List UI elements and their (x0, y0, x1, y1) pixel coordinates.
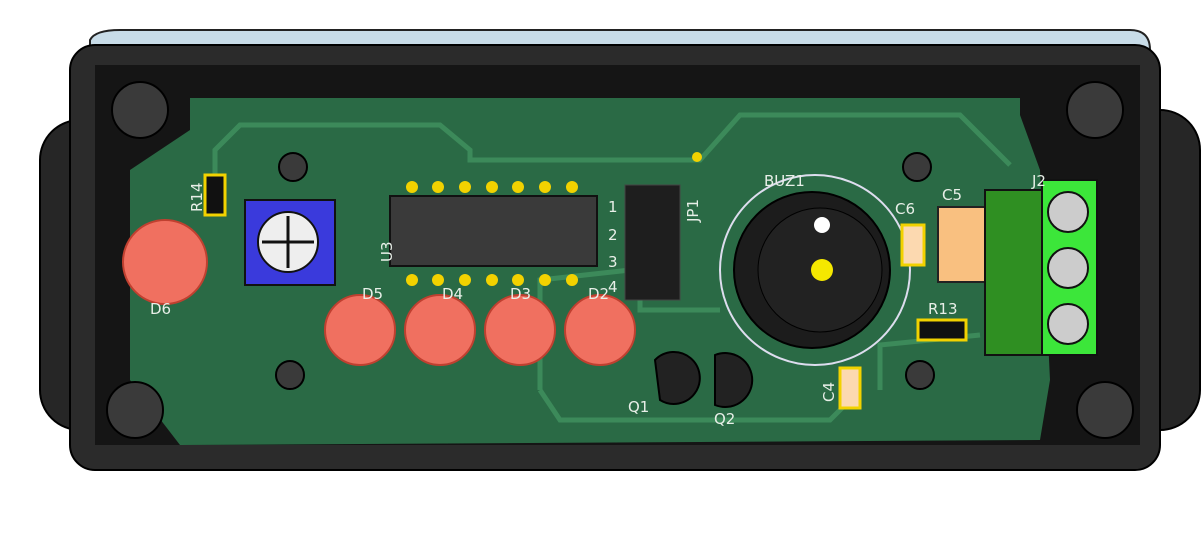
led-d3 (484, 294, 556, 366)
label-r13: R13 (928, 300, 958, 318)
jumper-jp1 (624, 184, 681, 301)
capacitor-c6 (900, 223, 926, 267)
label-q1: Q1 (628, 398, 650, 416)
terminal-screws (1047, 191, 1089, 345)
ic-u3 (389, 195, 598, 267)
label-u3: U3 (378, 241, 396, 262)
label-jp1: JP1 (684, 198, 702, 222)
label-jp-pin-1: 1 (608, 198, 618, 216)
label-d6: D6 (150, 300, 172, 318)
led-d6 (122, 219, 208, 305)
transistor-q2 (714, 352, 754, 408)
label-d2: D2 (588, 285, 610, 303)
resistor-r13 (916, 318, 968, 342)
label-d4: D4 (442, 285, 464, 303)
capacitor-c4 (838, 366, 862, 410)
label-q2: Q2 (714, 410, 736, 428)
label-c4: C4 (820, 381, 838, 402)
transistor-q1 (653, 350, 701, 405)
label-r14: R14 (188, 182, 206, 212)
led-d2 (564, 294, 636, 366)
mounting-posts (106, 81, 1134, 439)
label-d3: D3 (510, 285, 532, 303)
label-jp-pin-3: 3 (608, 253, 618, 271)
r14-resistor (203, 173, 227, 217)
led-d5 (324, 294, 396, 366)
label-jp-pin-4: 4 (608, 278, 618, 296)
capacitor-c5 (937, 206, 994, 283)
label-c5: C5 (942, 186, 963, 204)
ic-pads (406, 181, 578, 286)
led-d4 (404, 294, 476, 366)
label-j2: J2 (1032, 172, 1046, 190)
label-buz1: BUZ1 (764, 172, 805, 190)
terminal-block-j2 (984, 189, 1046, 356)
label-d5: D5 (362, 285, 384, 303)
label-jp-pin-2: 2 (608, 226, 618, 244)
label-c6: C6 (895, 200, 916, 218)
